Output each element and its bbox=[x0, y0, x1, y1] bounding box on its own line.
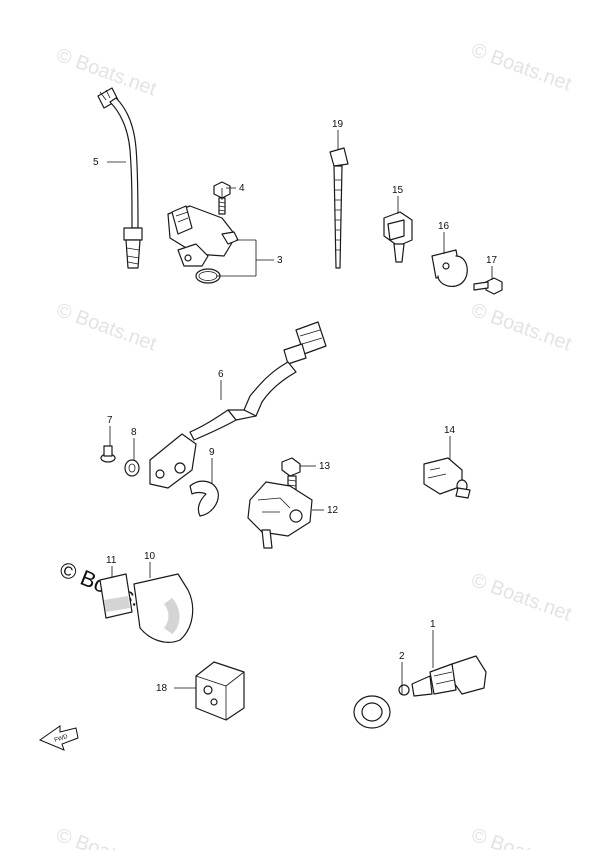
leader-lines bbox=[107, 130, 493, 694]
callout-12: 12 bbox=[327, 505, 339, 516]
part-2-grommet bbox=[353, 695, 391, 729]
part-10-bracket bbox=[133, 573, 194, 643]
part-17-bolt bbox=[473, 277, 503, 295]
part-9-holder bbox=[189, 480, 219, 517]
watermark-text: © Boats.net bbox=[53, 824, 159, 850]
part-6-crank-sensor bbox=[149, 321, 327, 489]
callout-18: 18 bbox=[156, 683, 168, 694]
watermark-text: © Boats.net bbox=[468, 39, 574, 96]
callout-17: 17 bbox=[486, 255, 498, 266]
callout-11: 11 bbox=[106, 555, 117, 566]
fwd-label: FWD bbox=[54, 734, 69, 744]
part-5-sensor-lead bbox=[97, 87, 143, 269]
callout-16: 16 bbox=[438, 221, 450, 232]
watermark-text: © Boats.net bbox=[468, 569, 574, 626]
callout-1: 1 bbox=[430, 619, 436, 630]
callout-15: 15 bbox=[392, 185, 404, 196]
callout-2: 2 bbox=[399, 651, 405, 662]
callout-7: 7 bbox=[107, 415, 113, 426]
fwd-arrow-icon: FWD bbox=[38, 725, 79, 751]
part-18-rubber-block bbox=[195, 661, 245, 721]
callout-19: 19 bbox=[332, 119, 344, 130]
part-12-bracket bbox=[247, 481, 313, 549]
watermark-text: © Boats.net bbox=[468, 299, 574, 356]
callout-3: 3 bbox=[277, 255, 283, 266]
part-19-cable-tie bbox=[329, 147, 349, 269]
callout-13: 13 bbox=[319, 461, 331, 472]
part-14-knock-sensor bbox=[423, 457, 471, 499]
part-15-clip bbox=[383, 211, 413, 263]
part-1-temp-sensor bbox=[398, 655, 487, 697]
callout-8: 8 bbox=[131, 427, 137, 438]
part-8-washer bbox=[124, 459, 140, 477]
watermark-text: © Boats.net bbox=[53, 299, 159, 356]
part-16-clamp bbox=[431, 249, 468, 287]
watermark-text: © Boats.net bbox=[468, 824, 574, 850]
part-3-map-sensor bbox=[167, 205, 239, 284]
part-7-screw bbox=[100, 445, 116, 463]
callout-5: 5 bbox=[93, 157, 99, 168]
part-11-cover bbox=[99, 573, 133, 619]
callout-10: 10 bbox=[144, 551, 156, 562]
callout-6: 6 bbox=[218, 369, 224, 380]
callout-9: 9 bbox=[209, 447, 215, 458]
callout-14: 14 bbox=[444, 425, 456, 436]
callout-labels: 5 4 3 19 15 16 17 6 7 8 9 13 12 14 11 10… bbox=[93, 119, 498, 694]
callout-4: 4 bbox=[239, 183, 245, 194]
